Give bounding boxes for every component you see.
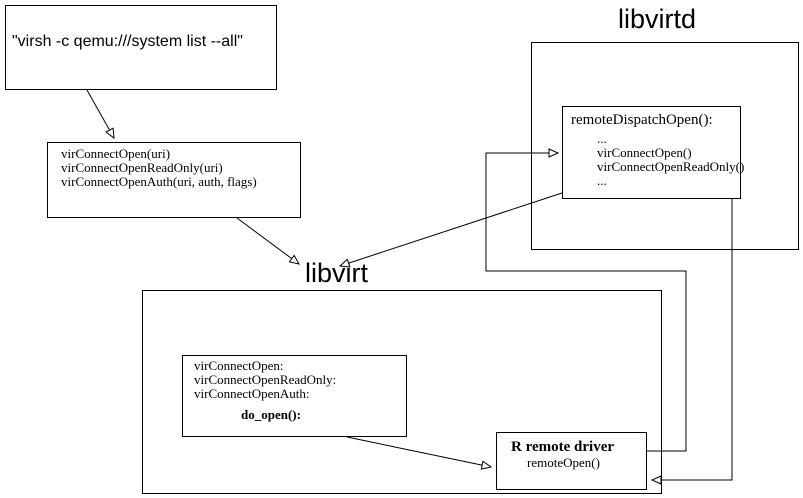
- dispatch-line: ...: [597, 173, 607, 188]
- libvirtd-section-label: libvirtd: [618, 4, 697, 34]
- dispatch-line: virConnectOpen(): [597, 145, 692, 160]
- do-open-call: do_open():: [241, 407, 301, 422]
- dispatch-line: virConnectOpenReadOnly(): [597, 159, 745, 174]
- dispatch-title: remoteDispatchOpen():: [571, 112, 713, 128]
- entry-line: virConnectOpenAuth:: [194, 386, 310, 401]
- arrow-api-to-libvirt: [236, 217, 300, 265]
- libvirt-entry-points-box: virConnectOpen: virConnectOpenReadOnly: …: [182, 355, 407, 437]
- libvirt-section-label: libvirt: [305, 258, 369, 288]
- remote-open-call: remoteOpen(): [527, 455, 600, 470]
- public-api-box: virConnectOpen(uri) virConnectOpenReadOn…: [47, 142, 301, 218]
- entry-line: virConnectOpenReadOnly:: [194, 372, 337, 387]
- remote-driver-title: R remote driver: [511, 439, 615, 455]
- arrow-virsh-to-api: [86, 89, 115, 140]
- virsh-command-text: "virsh -c qemu:///system list --all": [12, 33, 243, 50]
- arrow-dispatch-to-libvirt: [338, 192, 563, 268]
- virsh-command-box: "virsh -c qemu:///system list --all": [5, 5, 277, 90]
- remote-dispatch-open-box: remoteDispatchOpen(): ... virConnectOpen…: [562, 106, 745, 199]
- api-line: virConnectOpenReadOnly(uri): [61, 160, 223, 175]
- entry-line: virConnectOpen:: [194, 358, 284, 373]
- dispatch-line: ...: [597, 131, 607, 146]
- api-line: virConnectOpen(uri): [61, 146, 171, 161]
- api-line: virConnectOpenAuth(uri, auth, flags): [61, 174, 257, 189]
- remote-driver-box: R remote driver remoteOpen(): [496, 432, 647, 490]
